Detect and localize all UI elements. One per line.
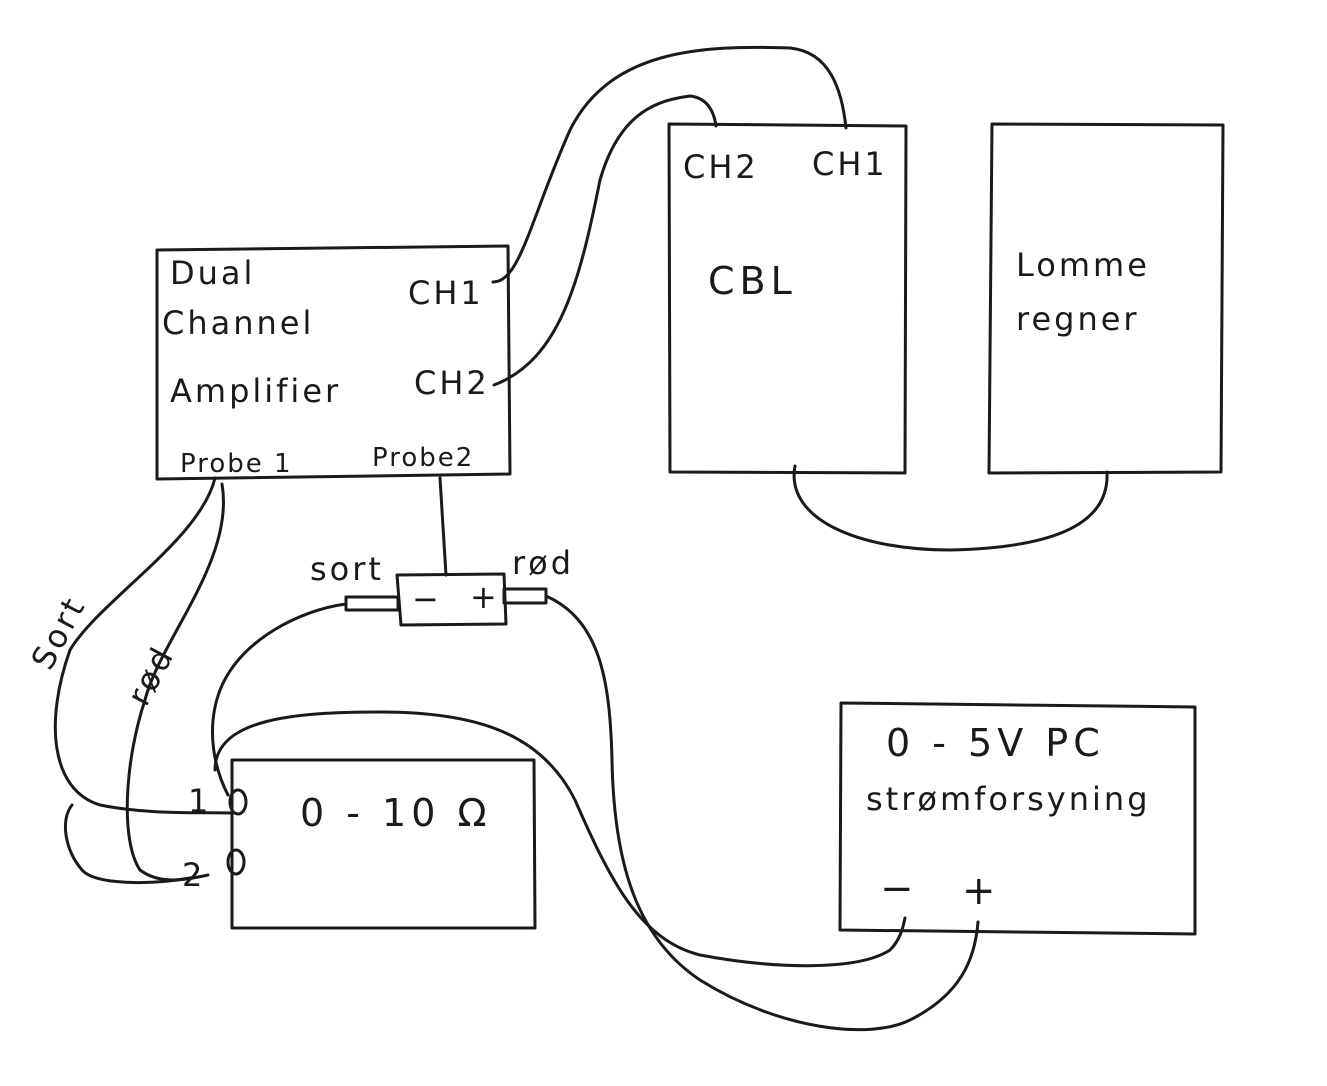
resistor-terminal-2-label: 2 bbox=[182, 856, 205, 894]
cbl-title: CBL bbox=[708, 259, 797, 303]
calculator-label-line1: Lomme bbox=[1016, 246, 1150, 284]
resistor-box bbox=[230, 758, 537, 930]
power-supply-minus-label: − bbox=[880, 866, 914, 912]
wire-resistor-ps-minus bbox=[213, 710, 907, 968]
amplifier-probe1-label: Probe 1 bbox=[180, 449, 293, 479]
power-supply-label-line1: 0 - 5V PC bbox=[886, 721, 1105, 765]
calculator-box bbox=[987, 122, 1225, 475]
resistor-terminal-1-label: 1 bbox=[188, 782, 211, 820]
amplifier-ch2-label: CH2 bbox=[414, 364, 490, 402]
amplifier-label-line1: Dual bbox=[170, 254, 255, 292]
connector-left-plug bbox=[344, 595, 400, 612]
connector-minus-label: − bbox=[412, 580, 442, 618]
power-supply-plus-label: + bbox=[962, 868, 996, 914]
amplifier-ch1-label: CH1 bbox=[408, 274, 484, 312]
cbl-ch2-label: CH2 bbox=[683, 148, 759, 186]
wire-cbl-calculator bbox=[792, 464, 1109, 552]
wire-probe2 bbox=[438, 476, 448, 577]
amplifier-label-line3: Amplifier bbox=[170, 372, 341, 410]
wire-ch2 bbox=[492, 94, 718, 387]
calculator-label-line2: regner bbox=[1016, 300, 1140, 338]
amplifier-label-line2: Channel bbox=[162, 304, 314, 342]
wire-connector-sort bbox=[210, 602, 348, 797]
wire-connector-rod bbox=[544, 594, 980, 1032]
resistor-label: 0 - 10 Ω bbox=[300, 791, 492, 835]
resistor-terminal-1 bbox=[228, 788, 248, 816]
resistor-terminal-2 bbox=[226, 848, 246, 876]
wire-probe1-rod bbox=[125, 482, 225, 882]
cbl-box bbox=[667, 122, 908, 475]
probe1-rod-label: rød bbox=[120, 639, 183, 712]
power-supply-box bbox=[838, 701, 1197, 936]
power-supply-label-line2: strømforsyning bbox=[866, 780, 1151, 818]
connector-plus-label: + bbox=[470, 578, 500, 616]
connector-rod-label: rød bbox=[512, 544, 574, 582]
cbl-ch1-label: CH1 bbox=[812, 145, 888, 183]
amplifier-probe2-label: Probe2 bbox=[372, 443, 474, 473]
wire-probe1-rod-loop bbox=[63, 803, 192, 884]
wire-probe1-sort bbox=[53, 476, 234, 815]
dual-channel-amplifier bbox=[155, 244, 512, 481]
connector-sort-label: sort bbox=[310, 550, 384, 588]
wire-ch1 bbox=[491, 45, 848, 284]
connector-right-plug bbox=[502, 587, 548, 605]
